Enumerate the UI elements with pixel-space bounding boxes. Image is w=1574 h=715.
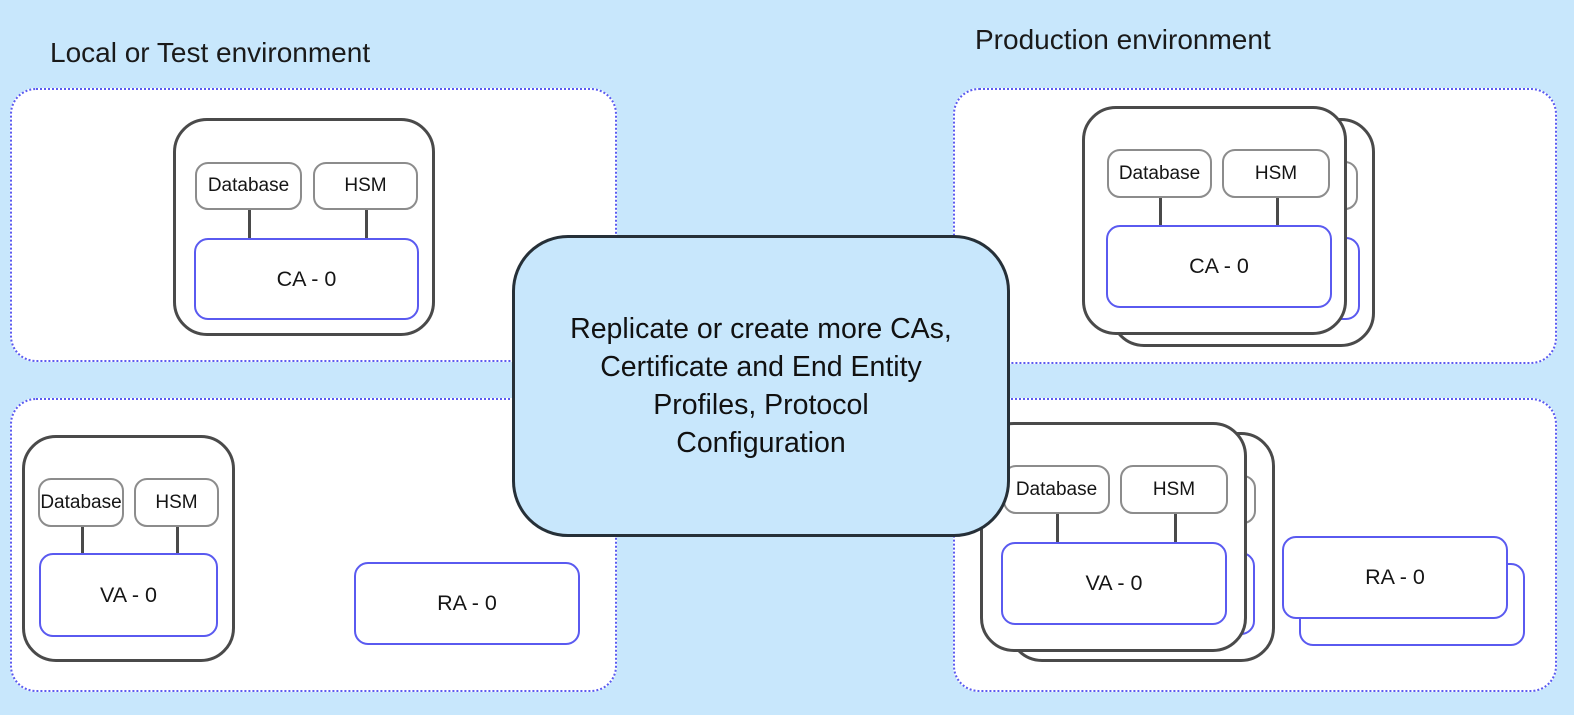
ca-node: CA - 0 (194, 238, 419, 320)
production-ra-node: RA - 0 (1282, 536, 1508, 619)
hsm-box: HSM (1222, 149, 1330, 198)
connector-line (365, 210, 368, 238)
va-node: VA - 0 (1001, 542, 1227, 625)
connector-line (1056, 514, 1059, 542)
database-label: Database (40, 491, 122, 513)
connector-line (176, 527, 179, 553)
callout-line: Certificate and End Entity (600, 351, 922, 383)
hsm-box: HSM (313, 162, 418, 210)
production-ca-cluster: Database HSM CA - 0 (1082, 106, 1347, 335)
ra-node: RA - 0 (354, 562, 580, 645)
database-label: Database (1118, 162, 1201, 184)
database-box: Database (38, 478, 124, 527)
hsm-label: HSM (1254, 162, 1298, 184)
hsm-label: HSM (344, 175, 387, 196)
production-va-cluster: Database HSM VA - 0 (980, 422, 1247, 652)
hsm-label: HSM (1152, 478, 1196, 500)
callout-line: Replicate or create more CAs, (570, 313, 952, 345)
database-label: Database (207, 175, 290, 196)
ca-node: CA - 0 (1106, 225, 1332, 308)
ca-node-label: CA - 0 (276, 266, 337, 291)
ca-node-label: CA - 0 (1189, 254, 1249, 278)
ra-node-label: RA - 0 (1365, 565, 1425, 589)
local-va-cluster: Database HSM VA - 0 (22, 435, 235, 662)
callout-line: Configuration (676, 427, 846, 459)
ra-node-label: RA - 0 (437, 591, 497, 615)
hsm-box: HSM (1120, 465, 1228, 514)
callout-line: Profiles, Protocol (653, 389, 869, 421)
replication-callout: Replicate or create more CAs, Certificat… (512, 235, 1010, 537)
production-env-title: Production environment (975, 24, 1271, 55)
va-node: VA - 0 (39, 553, 218, 637)
connector-line (1276, 198, 1279, 225)
local-env-title: Local or Test environment (50, 37, 371, 68)
database-box: Database (195, 162, 302, 210)
database-label: Database (1015, 478, 1098, 500)
hsm-box: HSM (134, 478, 219, 527)
connector-line (248, 210, 251, 238)
connector-line (81, 527, 84, 553)
hsm-label: HSM (155, 491, 198, 513)
va-node-label: VA - 0 (1085, 571, 1143, 595)
connector-line (1174, 514, 1177, 542)
va-node-label: VA - 0 (100, 582, 157, 607)
local-ca-cluster: Database HSM CA - 0 (173, 118, 435, 336)
connector-line (1159, 198, 1162, 225)
database-box: Database (1003, 465, 1110, 514)
database-box: Database (1107, 149, 1212, 198)
